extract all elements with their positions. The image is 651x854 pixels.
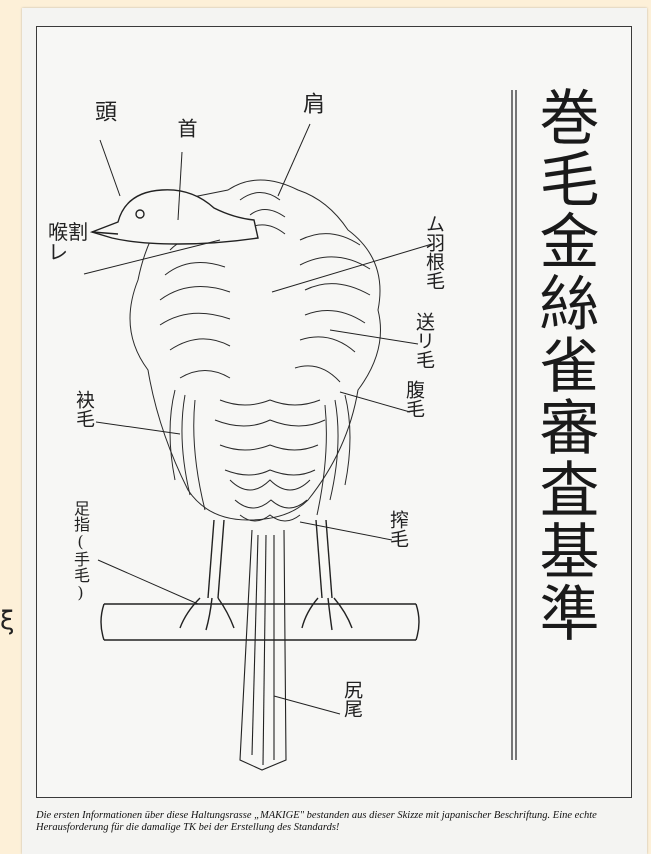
page-title: 巻毛金絲雀審査基準 — [534, 86, 594, 644]
figure-caption: Die ersten Informationen über diese Halt… — [36, 810, 636, 834]
perch — [101, 604, 419, 640]
label-hip: 搾毛 — [388, 510, 407, 548]
label-belly: 腹毛 — [404, 380, 423, 418]
label-shoulder: 肩 — [300, 92, 322, 114]
label-shoulder-feathers: ム羽根毛 — [424, 214, 443, 290]
title-rod — [512, 90, 516, 760]
label-throat: 喉割レ — [48, 222, 88, 262]
label-toes: 足指(手毛) — [72, 500, 88, 602]
label-head: 頭 — [92, 100, 114, 122]
label-flank: 袂毛 — [74, 390, 93, 428]
margin-glyph: ξ — [0, 606, 15, 636]
label-neck: 首 — [176, 118, 196, 138]
label-side-feathers: 送リ毛 — [414, 312, 433, 369]
label-tail: 尻尾 — [342, 680, 361, 718]
tail — [240, 530, 286, 770]
head — [92, 190, 258, 244]
